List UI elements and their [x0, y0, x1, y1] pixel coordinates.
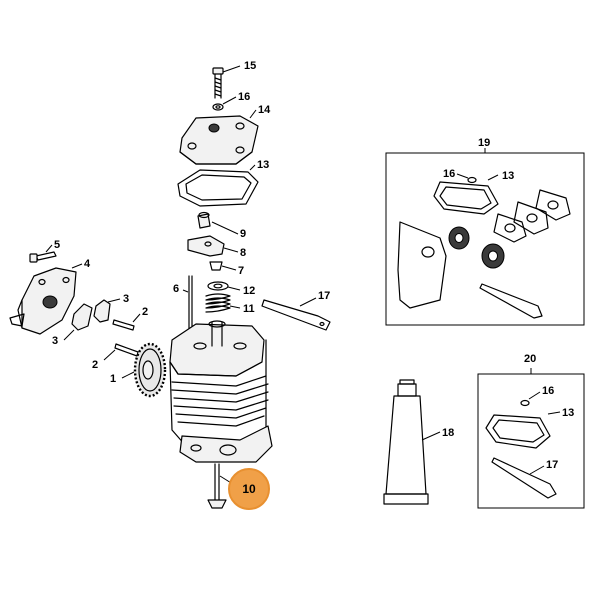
washer-16: 16: [212, 91, 250, 111]
kit-20-label-13: 13: [562, 407, 574, 419]
screw-5: 5: [29, 239, 60, 263]
label-8: 8: [240, 247, 246, 259]
kit-19-gasket-13: [433, 181, 499, 215]
feeler-tool-17: 17: [261, 290, 331, 331]
cam-follower-3a: 3: [93, 293, 129, 323]
kit-20-box: 20 16 13 17: [477, 353, 585, 509]
kit-20-label-16: 16: [542, 385, 554, 397]
spring-seat-12: 12: [207, 281, 255, 297]
label-11: 11: [243, 303, 255, 315]
label-2b: 2: [92, 359, 98, 371]
label-3b: 3: [52, 335, 58, 347]
kit-20-washer-16: [520, 399, 530, 407]
kit-19-gasket-c: [535, 189, 571, 221]
kit-19-label-13: 13: [502, 170, 514, 182]
nut-9: 9: [197, 211, 246, 240]
highlight-marker-10[interactable]: 10: [228, 468, 270, 510]
cam-follower-3b: 3: [52, 303, 93, 347]
label-7: 7: [238, 265, 244, 277]
label-16: 16: [238, 91, 250, 103]
rocker-cover-14: 14: [179, 104, 271, 165]
cylinder-head: [169, 320, 273, 463]
kit-19-label-16: 16: [443, 168, 455, 180]
label-1: 1: [110, 373, 116, 385]
label-18: 18: [442, 427, 454, 439]
sealant-tube-18: 18: [383, 379, 454, 505]
label-10: 10: [242, 482, 256, 496]
kit-20-feeler-tool: [491, 457, 557, 499]
label-15: 15: [244, 60, 256, 72]
pin-2b: 2: [92, 343, 139, 371]
kit-20-gasket-13: [485, 414, 551, 449]
kit-19-feeler-tool: [479, 283, 543, 319]
kit-20-label-17: 17: [546, 459, 558, 471]
rocker-arm-8: 8: [187, 235, 246, 259]
kit-19-box: 19 13 16: [385, 137, 585, 326]
label-13: 13: [257, 159, 269, 171]
label-4: 4: [84, 258, 91, 270]
kit-20-label: 20: [524, 353, 536, 365]
valve-10: [207, 463, 237, 509]
kit-19-gasket-a: [493, 213, 527, 243]
label-9: 9: [240, 228, 246, 240]
retainer-7: 7: [209, 261, 244, 277]
label-14: 14: [258, 104, 271, 116]
gasket-13: 13: [177, 159, 269, 207]
kit-19-gasket-large: [397, 221, 447, 309]
cam-gear-1: 1: [110, 342, 167, 398]
valve-spring-11: 11: [205, 293, 255, 315]
crankcase-cover-4: 4: [9, 258, 91, 335]
push-rod-6: 6: [173, 275, 193, 331]
label-6: 6: [173, 283, 179, 295]
kit-19-washer-16: [467, 176, 477, 184]
label-2a: 2: [142, 306, 148, 318]
kit-19-label: 19: [478, 137, 490, 149]
label-17: 17: [318, 290, 330, 302]
screw-15: 15: [212, 60, 256, 99]
label-5: 5: [54, 239, 60, 251]
kit-19-gasket-b: [513, 201, 549, 235]
label-12: 12: [243, 285, 255, 297]
label-3a: 3: [123, 293, 129, 305]
pin-2a: 2: [112, 306, 148, 331]
